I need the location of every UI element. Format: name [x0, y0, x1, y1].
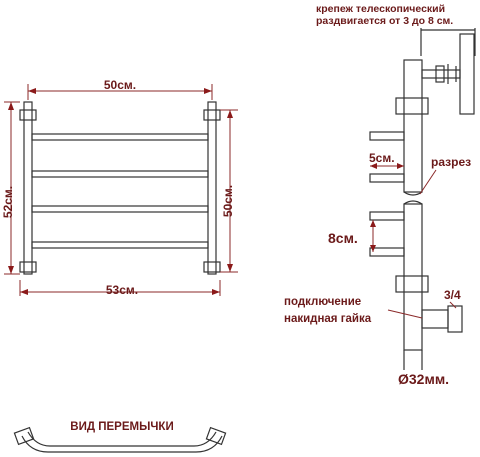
jumper-nut-left	[13, 426, 35, 446]
connection-fitting	[421, 309, 449, 329]
connection-label-2: накидная гайка	[284, 313, 372, 325]
mount-bottom-right	[203, 261, 221, 273]
left-post	[23, 101, 33, 275]
offset-label: 5см.	[369, 151, 395, 165]
top-bracket	[421, 69, 461, 79]
rung-stub-1	[369, 131, 405, 141]
telescopic-label-2: раздвигается от 3 до 8 см.	[316, 15, 453, 27]
jumper-caption: ВИД ПЕРЕМЫЧКИ	[70, 421, 173, 433]
telescopic-label-1: крепеж телескопический	[316, 3, 445, 15]
front-view: 50см. 53см. 52см. 50см.	[1, 78, 238, 297]
side-mount-lower	[395, 275, 429, 293]
mount-bottom-left	[19, 261, 37, 273]
height-left-label: 52см.	[1, 186, 15, 218]
width-top-label: 50см.	[104, 78, 136, 92]
rung-stub-4	[369, 247, 405, 257]
rung-1	[31, 133, 209, 141]
diameter-label: Ø32мм.	[398, 371, 449, 387]
side-mount-upper	[395, 97, 429, 115]
rung-2	[31, 170, 209, 178]
mount-top-left	[19, 109, 37, 121]
rung-stub-3	[369, 211, 405, 221]
mount-top-right	[203, 109, 221, 121]
side-pipe-lower	[403, 203, 423, 351]
union-nut	[447, 305, 463, 333]
side-view: крепеж телескопический раздвигается от 3…	[284, 3, 476, 387]
cut-break	[403, 191, 423, 205]
jumper-pipe	[21, 435, 223, 453]
height-right-label: 50см.	[221, 185, 235, 217]
right-post	[207, 101, 217, 275]
side-pipe-upper	[403, 59, 423, 193]
rung-stub-2	[369, 173, 405, 183]
width-bottom-label: 53см.	[106, 283, 138, 297]
thread-label: 3/4	[444, 288, 461, 302]
cut-label: разрез	[431, 155, 471, 169]
connection-label-1: подключение	[284, 296, 361, 308]
jumper-view: ВИД ПЕРЕМЫЧКИ	[13, 421, 227, 453]
rung-3	[31, 205, 209, 213]
wall	[459, 33, 475, 115]
rung-4	[31, 241, 209, 249]
jumper-nut-right	[205, 426, 227, 446]
spacing-label: 8см.	[328, 230, 358, 246]
